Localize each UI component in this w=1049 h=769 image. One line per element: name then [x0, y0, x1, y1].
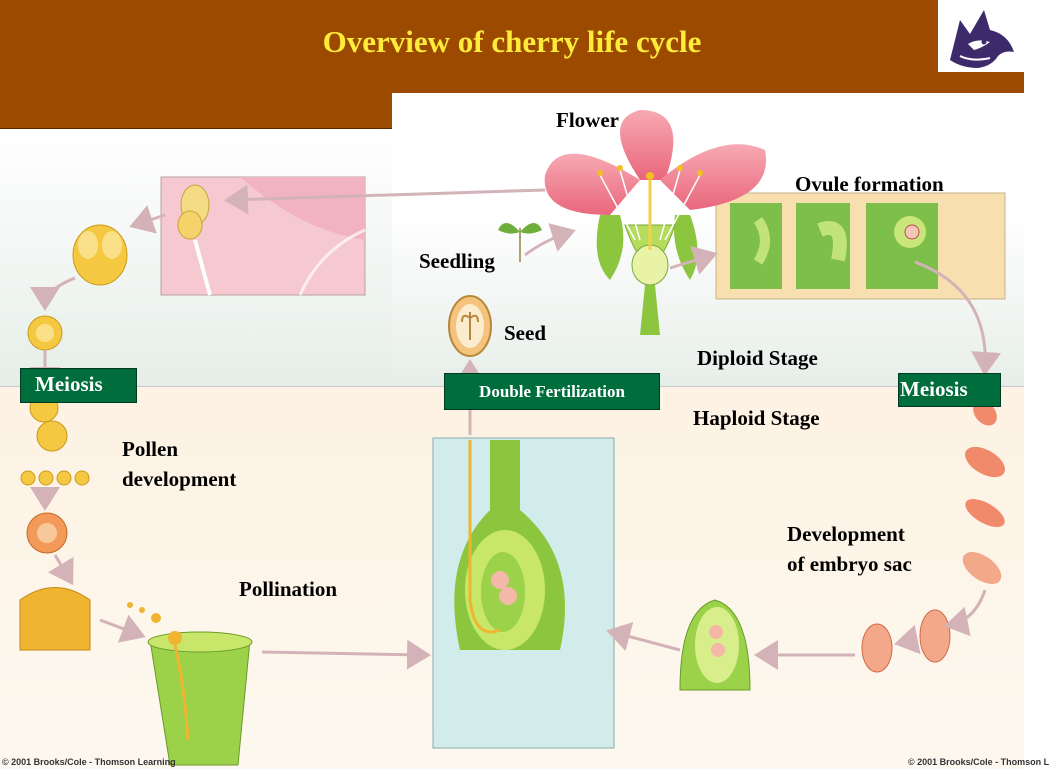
label-ovule-formation: Ovule formation [795, 172, 944, 196]
label-pollination: Pollination [239, 577, 338, 601]
logo [938, 0, 1024, 72]
meiosis-right-text: Meiosis [900, 377, 968, 401]
meiosis-box-right: Meiosis [898, 373, 1001, 407]
label-flower: Flower [556, 108, 619, 132]
diploid-background [0, 128, 392, 386]
slide-title: Overview of cherry life cycle [322, 24, 702, 59]
label-pollen-line2: development [122, 467, 237, 491]
husky-logo-icon [950, 10, 1014, 68]
slide-header-extension [0, 93, 392, 129]
label-pollen-line1: Pollen [122, 437, 178, 461]
double-fertilization-box: Double Fertilization [444, 373, 660, 410]
double-fertilization-text: Double Fertilization [479, 382, 625, 401]
meiosis-left-text: Meiosis [35, 372, 103, 396]
label-seed: Seed [504, 321, 546, 345]
label-embryo-sac-line2: of embryo sac [787, 552, 912, 576]
label-embryo-sac-line1: Development [787, 522, 905, 546]
credit-left: © 2001 Brooks/Cole - Thomson Learning [2, 757, 176, 767]
slide-header [0, 0, 1024, 93]
label-seedling: Seedling [419, 249, 495, 273]
credit-right: © 2001 Brooks/Cole - Thomson L [908, 757, 1049, 767]
label-diploid-stage: Diploid Stage [697, 346, 818, 370]
meiosis-box-left: Meiosis [20, 368, 137, 403]
label-haploid-stage: Haploid Stage [693, 406, 820, 430]
